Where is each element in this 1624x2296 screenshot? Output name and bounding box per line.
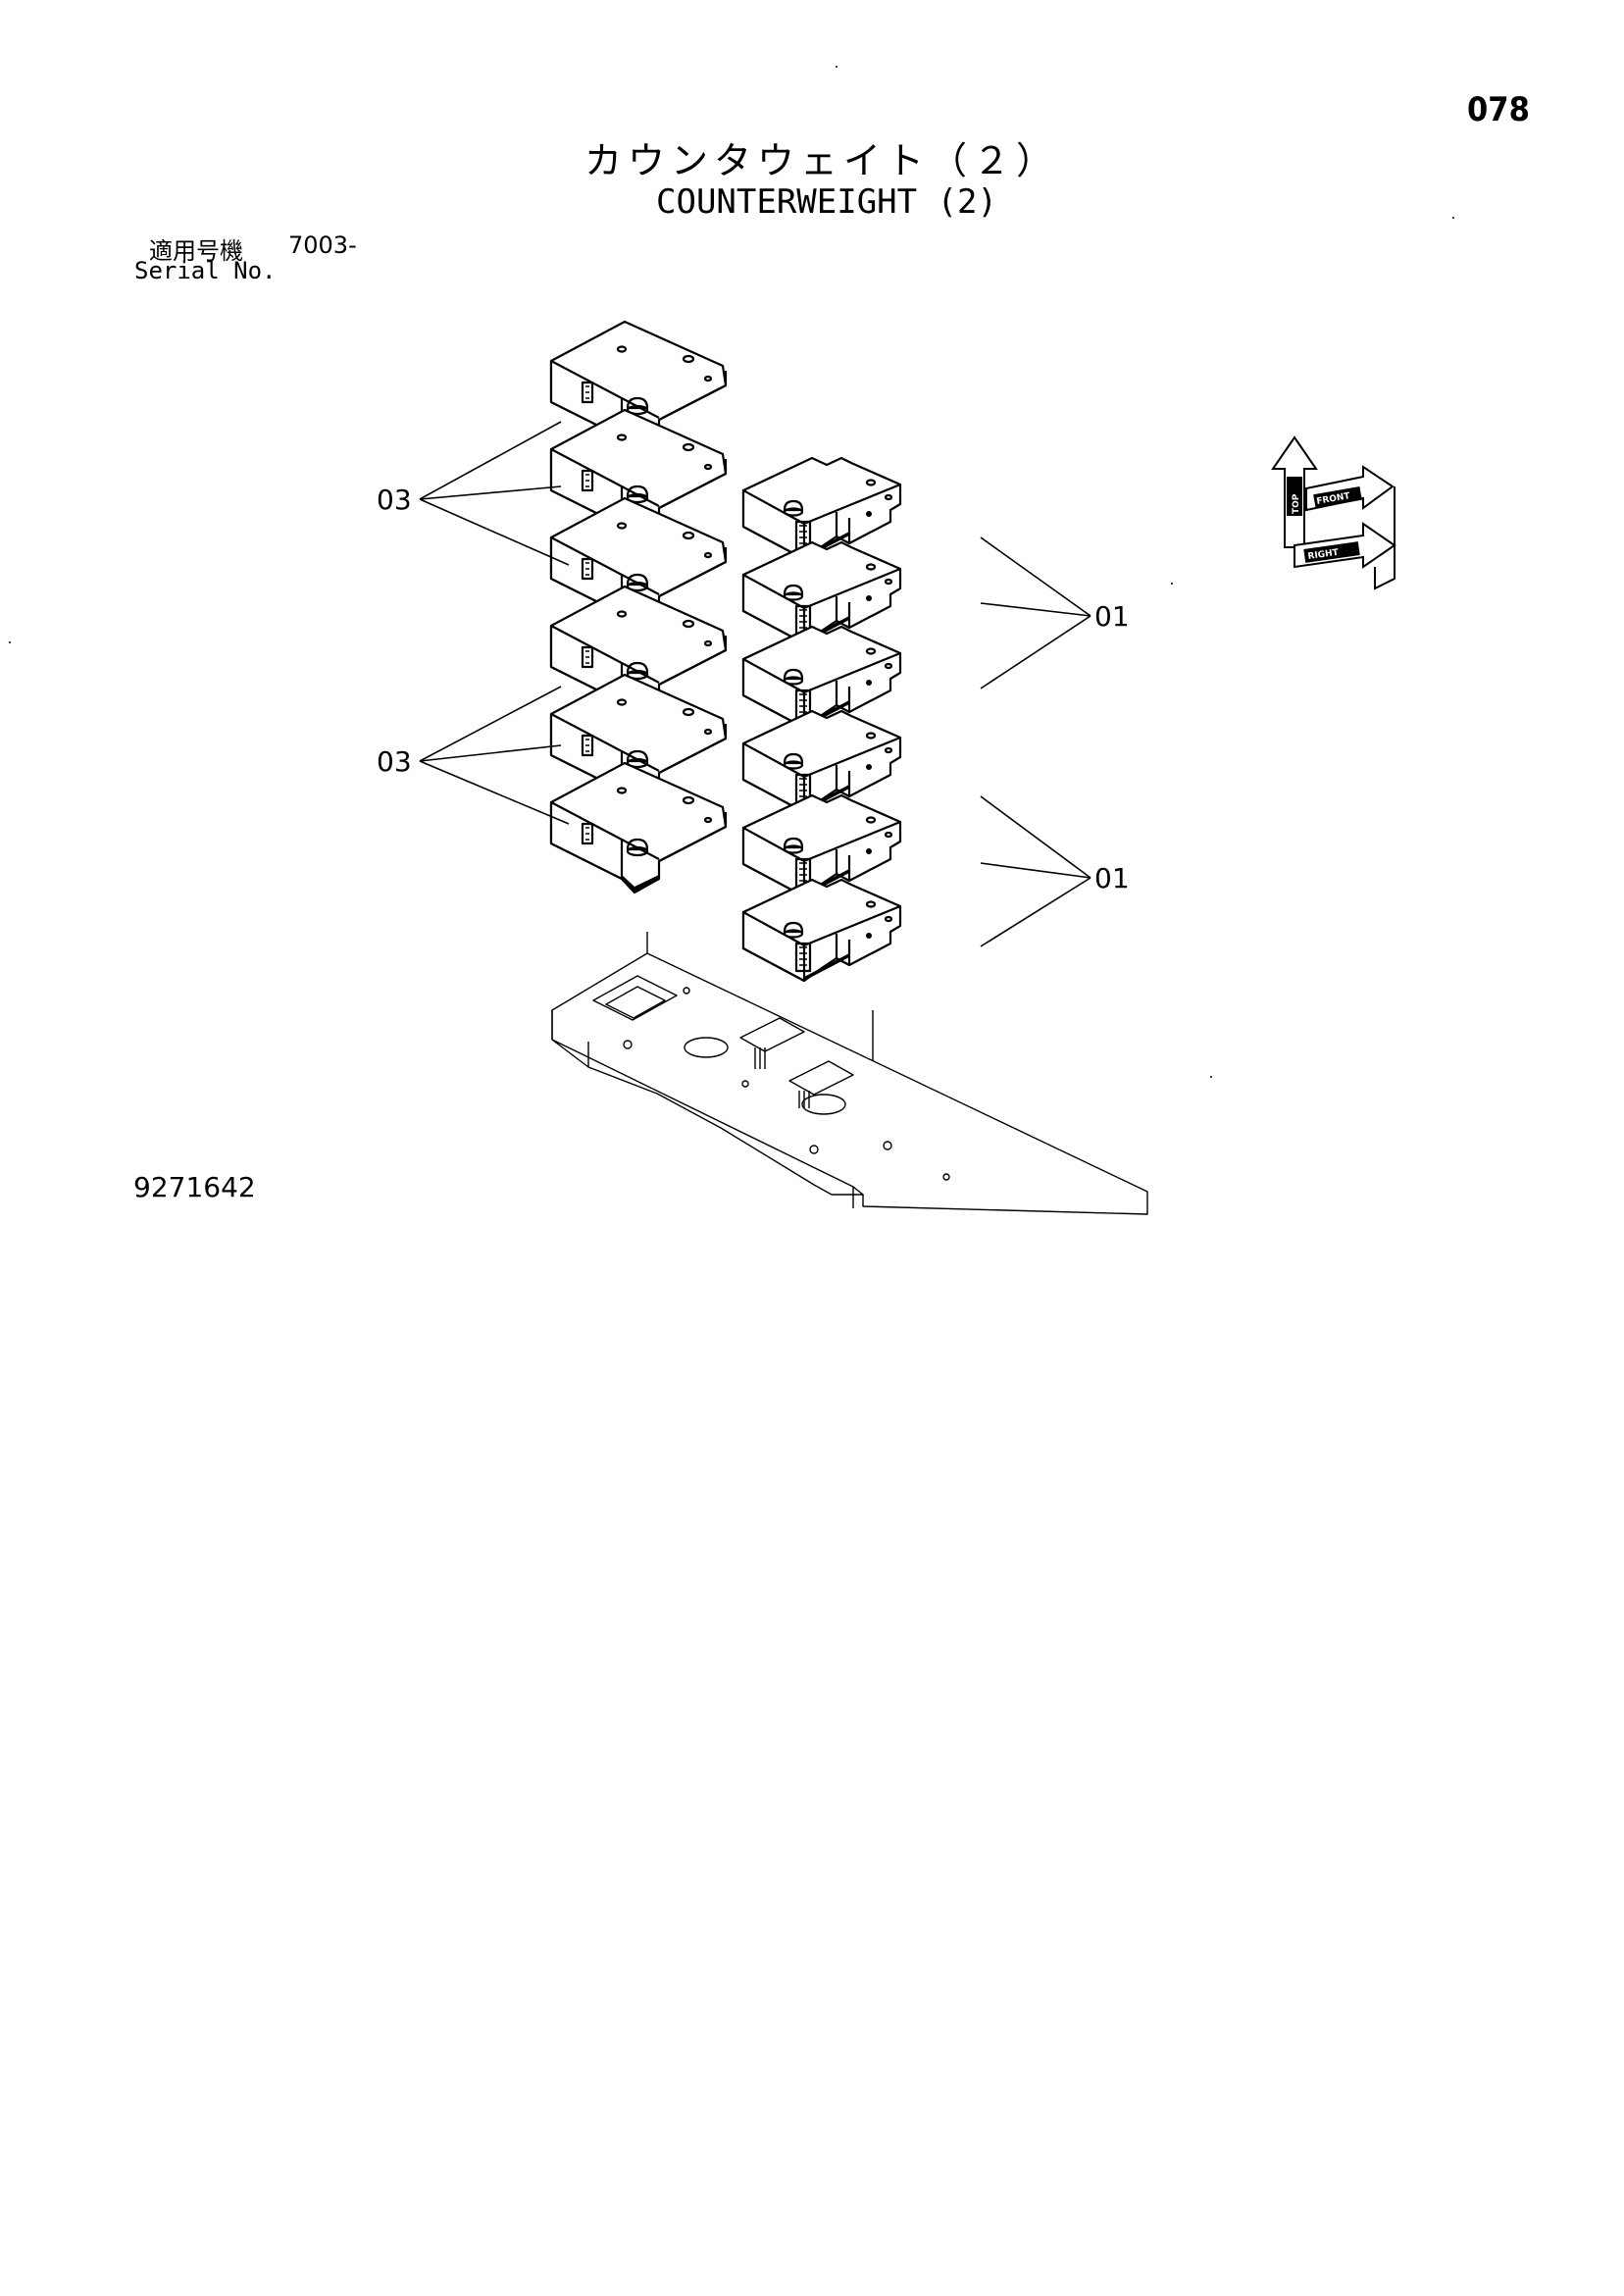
callout-part-03-lower: 03 — [377, 745, 412, 778]
counterweight-block-01 — [741, 709, 902, 814]
callout-part-03-upper: 03 — [377, 484, 412, 516]
serial-value: 7003- — [288, 231, 357, 259]
serial-label-english: Serial No. — [134, 257, 277, 284]
callout-part-01-lower: 01 — [1094, 862, 1130, 894]
page-title-english: COUNTERWEIGHT (2) — [656, 182, 997, 222]
serial-label-japanese: 適用号機 — [149, 237, 243, 265]
callout-part-01-upper: 01 — [1094, 600, 1130, 633]
counterweight-block-01 — [741, 540, 902, 645]
counterweight-block-01 — [741, 625, 902, 730]
orientation-arrows-icon: TOP FRONT RIGHT — [1271, 435, 1396, 590]
right-counterweight-stack — [741, 456, 902, 983]
left-counterweight-stack — [549, 320, 728, 894]
orientation-label-top: TOP — [1292, 493, 1301, 514]
base-plate — [551, 952, 1148, 1215]
counterweight-block-01 — [741, 456, 902, 561]
counterweight-block-03 — [549, 761, 728, 894]
page-title-japanese: カウンタウェイト（２） — [584, 139, 1059, 182]
scan-dots — [9, 66, 1454, 1078]
page-number: 078 — [1467, 90, 1530, 129]
callout-leaders — [419, 421, 1091, 947]
drawing-number: 9271642 — [133, 1171, 256, 1203]
counterweight-block-01 — [741, 793, 902, 898]
counterweight-block-01 — [741, 878, 902, 983]
orientation-label-right: RIGHT — [1307, 548, 1340, 562]
